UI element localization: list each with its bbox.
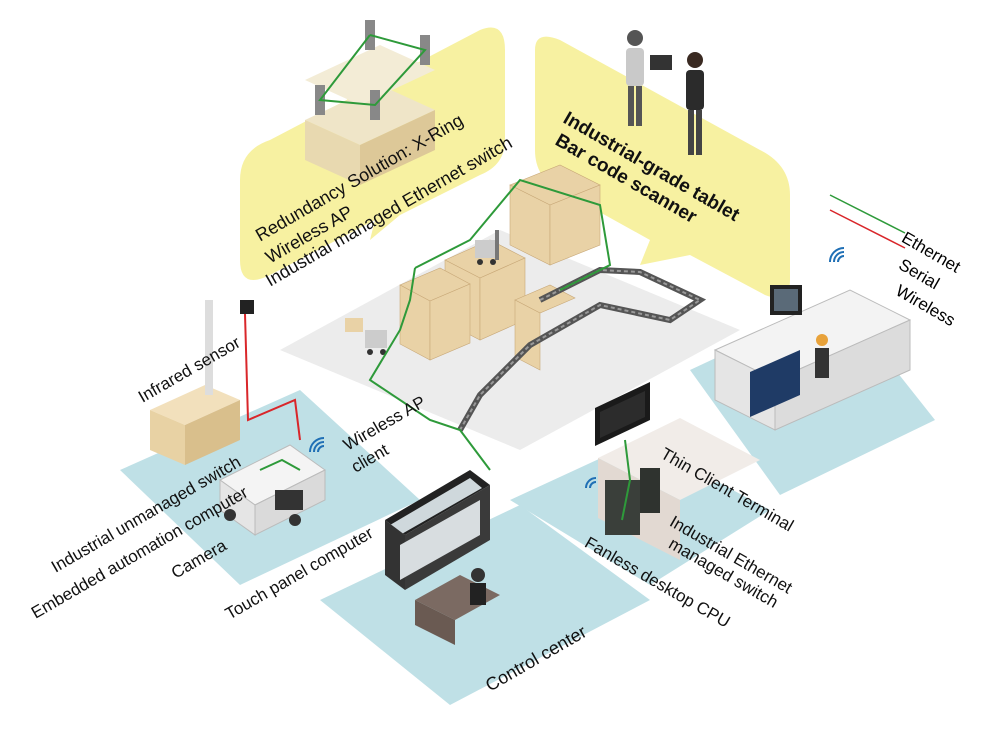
wifi-icon	[585, 477, 597, 489]
legend-serial-line	[829, 209, 906, 249]
wifi-icon	[309, 437, 325, 453]
ethernet-link	[368, 267, 491, 471]
serial-link	[244, 313, 301, 441]
worker-icon	[626, 30, 672, 126]
inspection-machine	[713, 285, 912, 431]
monitor-icon	[385, 470, 490, 590]
xring-shelf	[305, 20, 435, 185]
forklift-icon	[475, 230, 499, 265]
legend-ethernet-line	[829, 194, 906, 234]
forklift-icon	[345, 318, 387, 355]
ethernet-link	[621, 439, 632, 521]
ethernet-link	[259, 458, 301, 471]
warehouse-floor	[280, 230, 740, 450]
thin-client-terminal	[595, 382, 760, 560]
worker-icon	[686, 52, 704, 155]
conveyor-icon	[457, 266, 707, 432]
wifi-icon	[829, 247, 845, 263]
agv-cart-icon	[150, 300, 326, 536]
ethernet-link	[414, 178, 612, 291]
tablet-callout	[535, 36, 790, 298]
control-desk	[415, 568, 500, 645]
